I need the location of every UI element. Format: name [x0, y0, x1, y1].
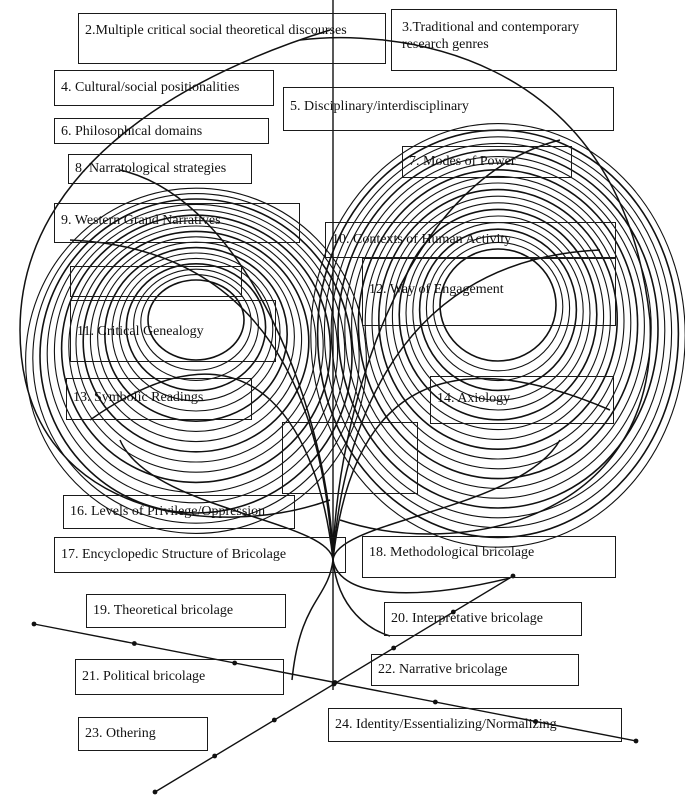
right-orbit [351, 162, 645, 489]
label-22-narrative-bricolage: 22. Narrative bricolage [371, 654, 579, 686]
label-3-research-genres: 3.Traditional and contemporary research … [391, 9, 617, 71]
axis-tick [232, 660, 238, 666]
label-7-modes-of-power: 7. Modes of Power [402, 146, 572, 178]
label-14-axiology: 14. Axiology [430, 376, 614, 424]
label-15-center-box [282, 422, 418, 494]
connector-curve [332, 377, 611, 561]
label-11-critical-genealogy: 11. Critical Genealogy [70, 300, 276, 362]
left-orbit [89, 236, 303, 443]
axes [31, 0, 639, 795]
axis-tick [31, 621, 37, 627]
label-17-encyclopedic-structure: 17. Encyclopedic Structure of Bricolage [54, 537, 346, 573]
label-5-disciplinary: 5. Disciplinary/interdisciplinary [283, 87, 614, 131]
label-16-levels-of-privilege: 16. Levels of Privilege/Oppression [63, 495, 295, 529]
axis-tick [331, 681, 337, 687]
label-18-methodological-bricolage: 18. Methodological bricolage [362, 536, 616, 578]
attractor-lobe-right [310, 123, 685, 548]
left-orbit [25, 187, 367, 534]
left-orbit [140, 274, 252, 371]
connector-curve [119, 439, 334, 561]
right-orbit [323, 136, 673, 529]
left-orbit [68, 220, 324, 473]
connector-curve [332, 249, 601, 561]
axis-tick [131, 641, 137, 646]
label-12-way-of-engagement: 12. Way of Engagement [362, 258, 616, 326]
left-orbit [60, 214, 332, 484]
left-orbit [82, 230, 310, 453]
right-orbit [425, 235, 571, 382]
label-20-interpretative-bricolage: 20. Interpretative bricolage [384, 602, 582, 636]
left-orbit [111, 252, 281, 412]
left-orbit [32, 193, 360, 524]
right-orbit [371, 182, 625, 460]
axis-tick [152, 789, 158, 795]
label-6-philosophical-domains: 6. Philosophical domains [54, 118, 269, 144]
right-orbit [357, 169, 639, 480]
attractor-connectors [19, 29, 651, 681]
label-4-positionalities: 4. Cultural/social positionalities [54, 70, 274, 106]
left-orbit [104, 246, 288, 422]
connector-curve [19, 29, 331, 518]
left-orbit [46, 203, 346, 504]
label-2-critical-social-theories: 2.Multiple critical social theoretical d… [78, 13, 386, 64]
left-orbit [75, 225, 317, 463]
right-orbit [344, 156, 652, 499]
attractor-lobe-left [25, 187, 367, 534]
right-orbit [364, 175, 632, 470]
axis-tick [391, 645, 397, 651]
left-orbit [147, 279, 245, 361]
label-10-contexts-of-human-activity: 10. Contexts of Human Activity [325, 222, 616, 258]
label-23-othering: 23. Othering [78, 717, 208, 751]
label-11-box-top [70, 266, 242, 297]
right-orbit [398, 208, 598, 421]
label-8-narratological-strategies: 8. Narratological strategies [68, 154, 252, 184]
left-orbit [53, 209, 339, 494]
connector-curve [299, 36, 651, 535]
axis-tick [450, 609, 456, 615]
right-orbit [432, 241, 564, 372]
right-orbit [337, 149, 659, 509]
label-9-western-grand-narratives: 9. Western Grand Narratives [54, 203, 300, 243]
connector-curve [332, 139, 561, 561]
right-orbit [391, 202, 605, 431]
connector-curve [332, 559, 391, 637]
axis-tick [271, 717, 277, 723]
left-orbit [118, 257, 274, 402]
right-orbit [439, 248, 557, 362]
connector-curve [119, 169, 334, 561]
axis-tick [633, 738, 639, 744]
label-13-symbolic-readings: 13. Symbolic Readings [66, 378, 252, 420]
left-orbit [133, 268, 259, 381]
axis-tick [432, 699, 438, 705]
right-orbit [377, 188, 618, 450]
right-orbit [330, 142, 666, 519]
label-21-political-bricolage: 21. Political bricolage [75, 659, 284, 695]
connector-curve [291, 559, 334, 681]
label-19-theoretical-bricolage: 19. Theoretical bricolage [86, 594, 286, 628]
right-orbit [418, 228, 578, 392]
axis-tick [212, 753, 218, 759]
left-orbit [125, 263, 267, 392]
connector-curve [89, 373, 334, 561]
connector-curve [69, 239, 334, 561]
connector-curve [332, 439, 561, 561]
axis-tick [533, 719, 539, 724]
left-orbit [39, 198, 353, 514]
right-orbit [405, 215, 591, 411]
right-orbit [310, 123, 685, 548]
label-24-identity: 24. Identity/Essentializing/Normalizing [328, 708, 622, 742]
